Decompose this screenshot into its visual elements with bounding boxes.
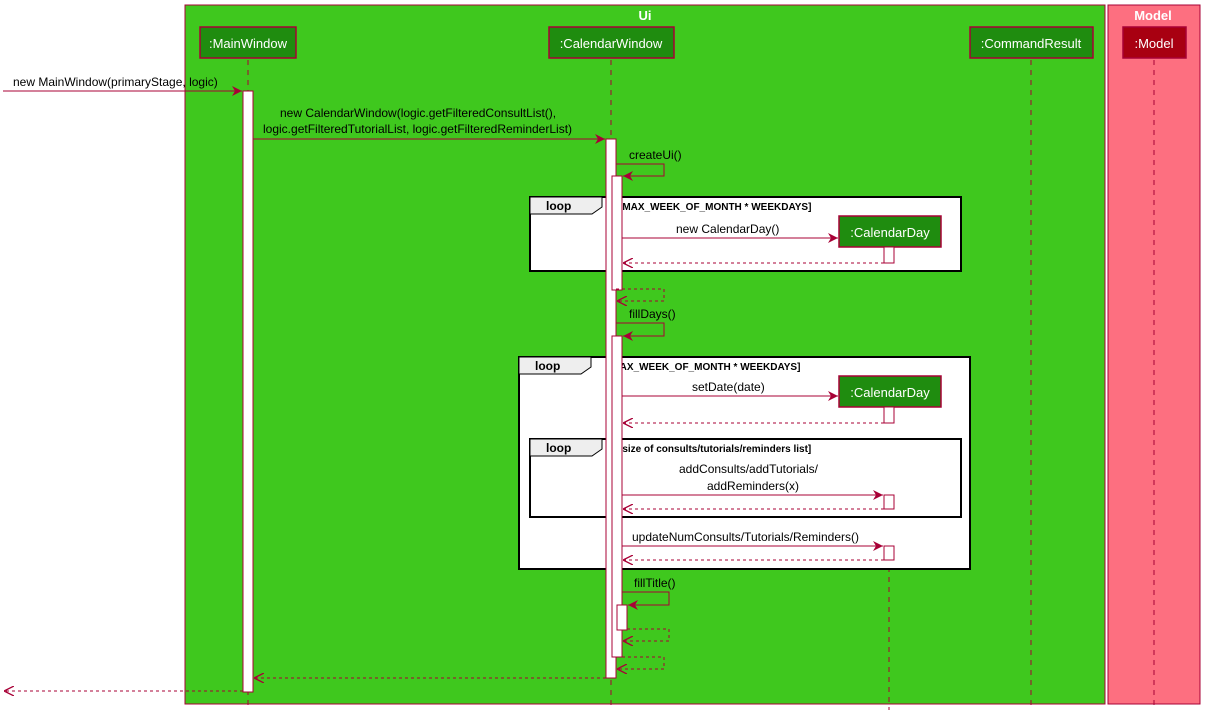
participant-calendar-window xyxy=(548,26,675,59)
message-new-main-window-label: new MainWindow(primaryStage, logic) xyxy=(13,75,218,89)
activation-fill-days xyxy=(611,335,623,658)
message-create-ui-label: createUi() xyxy=(629,148,682,162)
message-add-items-label-2: addReminders(x) xyxy=(707,479,799,493)
loop-fragment-1-guard: [MAX_WEEK_OF_MONTH * WEEKDAYS] xyxy=(619,202,811,213)
message-new-calendar-day-label: new CalendarDay() xyxy=(676,222,779,236)
message-fill-title xyxy=(622,591,670,610)
message-create-ui xyxy=(616,163,665,181)
participant-command-result xyxy=(969,26,1094,59)
ui-box xyxy=(184,4,1106,705)
participant-command-result-label: :CommandResult xyxy=(981,36,1082,51)
message-fill-days xyxy=(616,322,665,341)
participant-calendar-day-1 xyxy=(838,215,942,248)
activation-calendar-day-set-date xyxy=(883,406,895,424)
message-return-fill-title xyxy=(623,628,670,641)
activation-main-window xyxy=(242,90,254,693)
message-new-calendar-window-label-1: new CalendarWindow(logic.getFilteredCons… xyxy=(280,106,556,120)
participant-model-label: :Model xyxy=(1134,36,1173,51)
message-fill-days-label: fillDays() xyxy=(629,307,676,321)
participant-main-window xyxy=(199,26,297,59)
message-fill-title-label: fillTitle() xyxy=(634,576,676,590)
message-update-num-label: updateNumConsults/Tutorials/Reminders() xyxy=(632,530,859,544)
ui-box-title: Ui xyxy=(639,8,652,23)
participant-model xyxy=(1122,26,1187,59)
participant-calendar-window-label: :CalendarWindow xyxy=(560,36,663,51)
activation-calendar-day-1 xyxy=(883,246,895,264)
loop-fragment-1-label: loop xyxy=(546,199,571,213)
loop-fragment-3-guard: [size of consults/tutorials/reminders li… xyxy=(619,444,811,455)
activation-calendar-day-add xyxy=(883,494,895,510)
message-set-date-label: setDate(date) xyxy=(692,380,765,394)
loop-fragment-2-tab xyxy=(518,356,592,375)
participant-calendar-day-2-label: :CalendarDay xyxy=(850,385,930,400)
participant-calendar-day-1-label: :CalendarDay xyxy=(850,225,930,240)
activation-calendar-day-update xyxy=(883,545,895,561)
message-new-calendar-window-label-2: logic.getFilteredTutorialList, logic.get… xyxy=(263,122,572,136)
loop-fragment-2-guard: [MAX_WEEK_OF_MONTH * WEEKDAYS] xyxy=(608,362,800,373)
message-return-fill-days xyxy=(617,656,665,669)
participant-main-window-label: :MainWindow xyxy=(209,36,288,51)
message-add-items-label-1: addConsults/addTutorials/ xyxy=(679,462,819,476)
model-box-title: Model xyxy=(1134,8,1172,23)
message-return-create-ui xyxy=(616,288,665,301)
loop-fragment-2-label: loop xyxy=(535,359,560,373)
loop-fragment-3-tab xyxy=(529,438,603,457)
loop-fragment-3-label: loop xyxy=(546,441,571,455)
activation-fill-title xyxy=(616,604,628,631)
loop-fragment-1-tab xyxy=(529,196,603,215)
activation-create-ui xyxy=(611,175,623,291)
